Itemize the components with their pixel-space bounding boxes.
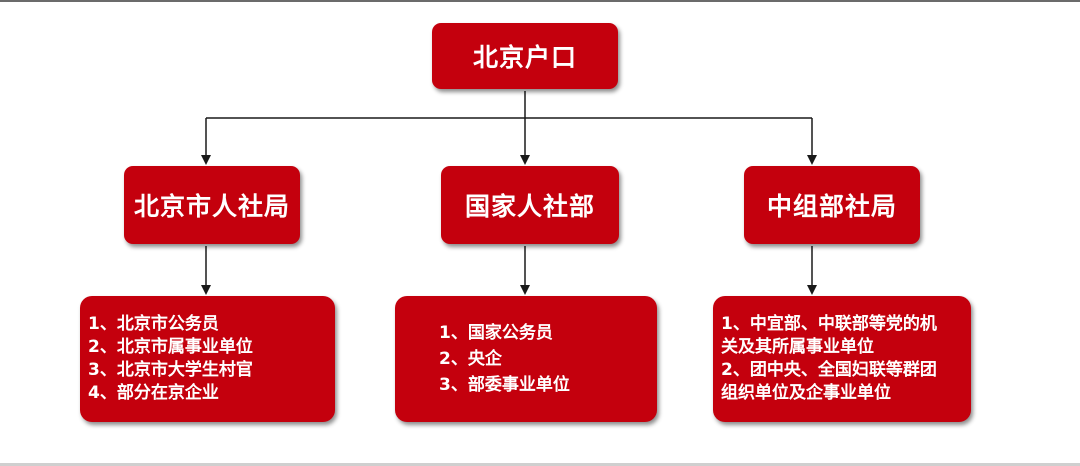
leaf-item: 1、国家公务员 [439,323,553,343]
leaf-item: 2、央企 [439,349,502,369]
bottom-divider [0,463,1080,466]
branch-node-label: 中组部社局 [766,192,897,221]
leaf-item: 2、北京市属事业单位 [88,337,253,357]
branch-node-national-hr-ministry: 国家人社部 [441,166,619,244]
leaf-item: 2、团中央、全国妇联等群团 [721,360,937,380]
leaf-box-national: 1、国家公务员 2、央企 3、部委事业单位 [395,296,657,422]
leaf-item: 1、中宜部、中联部等党的机 [721,314,937,334]
leaf-box-central: 1、中宜部、中联部等党的机 关及其所属事业单位 2、团中央、全国妇联等群团 组织… [713,296,971,422]
branch-node-beijing-hr-bureau: 北京市人社局 [124,166,300,244]
leaf-item: 3、部委事业单位 [439,375,570,395]
root-node: 北京户口 [432,23,618,89]
branch-node-central-org-dept: 中组部社局 [744,166,920,244]
leaf-item: 4、部分在京企业 [88,383,219,403]
leaf-box-beijing: 1、北京市公务员 2、北京市属事业单位 3、北京市大学生村官 4、部分在京企业 [80,296,335,422]
branch-node-label: 北京市人社局 [133,192,290,221]
top-divider [0,0,1080,2]
leaf-item: 组织单位及企事业单位 [721,383,891,403]
leaf-item: 关及其所属事业单位 [721,337,874,357]
leaf-item: 1、北京市公务员 [88,314,219,334]
leaf-item: 3、北京市大学生村官 [88,360,253,380]
branch-node-label: 国家人社部 [464,192,595,221]
root-node-label: 北京户口 [472,43,577,72]
